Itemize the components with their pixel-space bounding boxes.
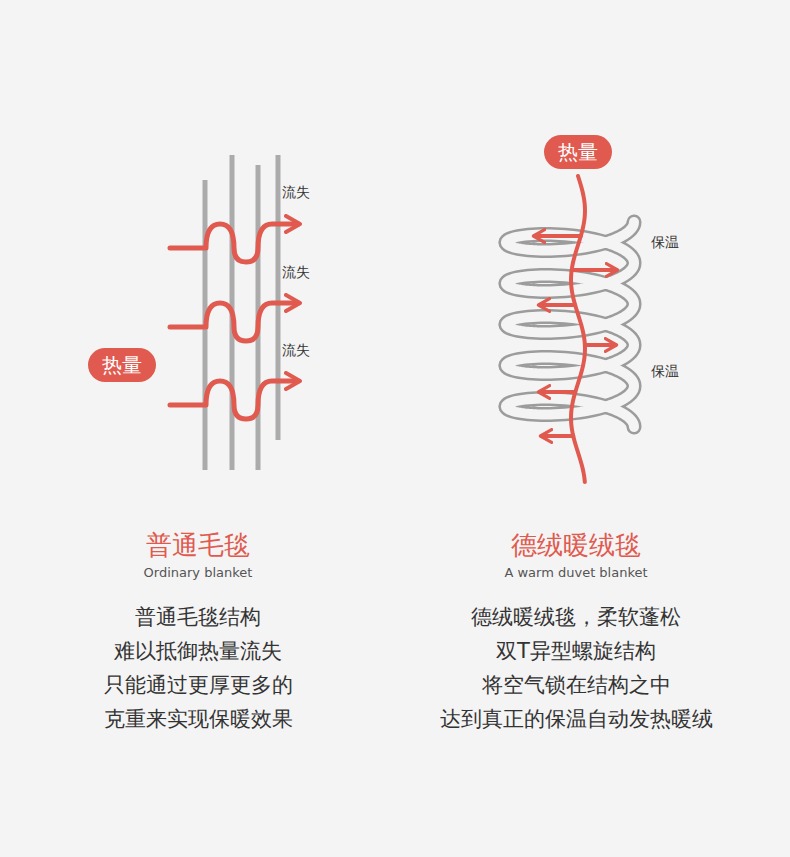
keep-label: 保温	[651, 363, 679, 380]
column-subheading: A warm duvet blanket	[504, 565, 647, 581]
heat-loss-arrows	[170, 224, 298, 419]
blanket-fibers	[205, 155, 278, 470]
column-heading: 德绒暖绒毯	[511, 530, 641, 561]
heat-badge: 热量	[88, 348, 156, 382]
column-subheading: Ordinary blanket	[144, 565, 253, 581]
coil-outline	[506, 222, 634, 427]
column-body: 普通毛毯结构 难以抵御热量流失 只能通过更厚更多的 克重来实现保暖效果	[104, 600, 293, 736]
heat-keep-arrow	[540, 390, 575, 394]
heat-keep-arrow	[535, 234, 581, 238]
column-heading: 普通毛毯	[146, 530, 250, 561]
heat-keep-arrows	[535, 176, 616, 482]
spiral-coil	[506, 222, 634, 427]
heat-keep-arrow	[572, 268, 616, 272]
loss-label: 流失	[282, 184, 310, 201]
keep-label: 保温	[651, 234, 679, 251]
heat-keep-arrow	[585, 343, 615, 347]
heat-badge: 热量	[544, 135, 612, 169]
badge-text: 热量	[102, 353, 142, 377]
column-body: 德绒暖绒毯，柔软蓬松 双T异型螺旋结构 将空气锁在结构之中 达到真正的保温自动发…	[440, 600, 713, 736]
heat-loss-arrow	[170, 224, 298, 262]
heat-loss-arrow	[170, 381, 298, 419]
heat-keep-arrow	[542, 434, 573, 438]
loss-label: 流失	[282, 264, 310, 281]
heat-keep-arrow	[540, 303, 575, 307]
heat-loss-arrow	[170, 303, 298, 341]
badge-text: 热量	[558, 140, 598, 164]
coil-inner	[506, 222, 634, 427]
loss-label: 流失	[282, 342, 310, 359]
